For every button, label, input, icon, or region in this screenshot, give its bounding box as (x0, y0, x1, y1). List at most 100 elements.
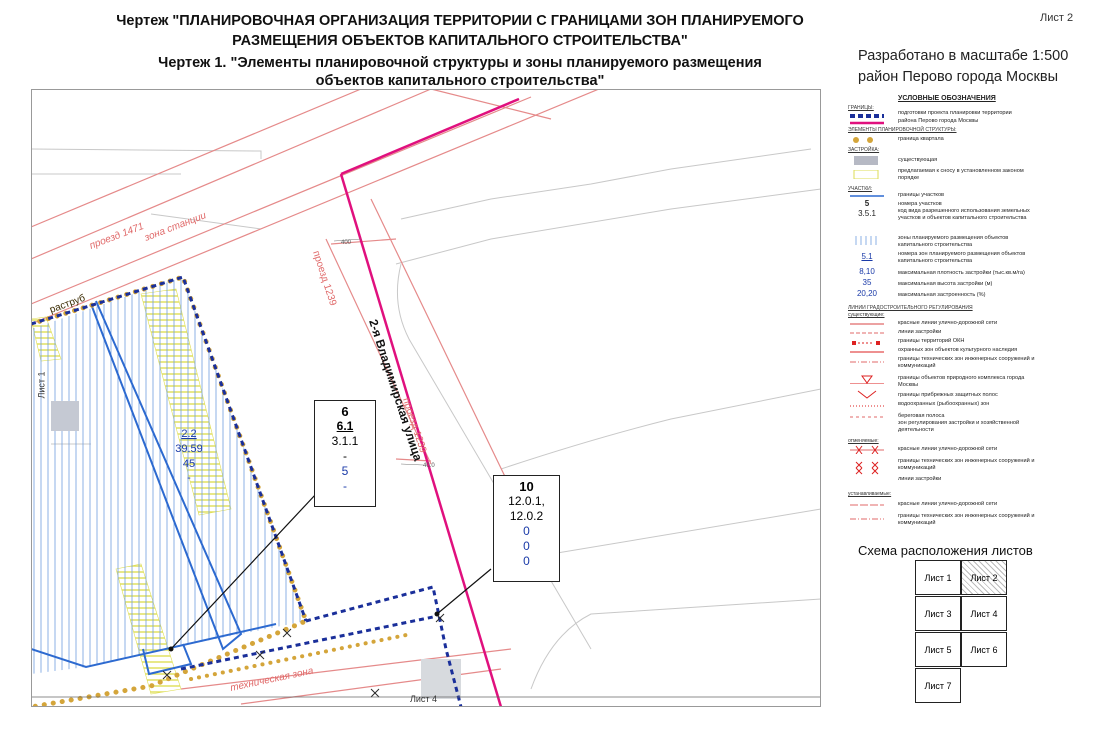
legend-demolish: предлагаемая к сносу в установленном зак… (898, 168, 1024, 181)
sub-title-line2: объектов капитального строительства" (315, 73, 605, 89)
district-boundary (340, 97, 520, 176)
legend-pct-sample: 20,20 (856, 289, 878, 298)
legend-use-sample: 3.5.1 (858, 209, 876, 218)
legend-quarter-symbol (853, 137, 873, 143)
legend-okn: границы территорий ОКН (898, 338, 965, 344)
zone-2-2-density: 39.59 (175, 443, 203, 455)
legend-coast-symbol (850, 416, 884, 418)
legend-red-established: красные линии улично-дорожной сети (898, 501, 998, 507)
legend-pct: максимальная застроенность (%) (898, 292, 986, 298)
dimension-line (400, 463, 424, 466)
label-dim-b: 40.0 (423, 463, 435, 469)
sheet-cell-3[interactable]: Лист 3 (915, 596, 961, 631)
legend-okn-zone-symbol (850, 351, 884, 353)
zone-2-2-hatch (31, 277, 306, 674)
legend-section: ЗАСТРОЙКА: (848, 147, 880, 153)
legend-red-cancelled-symbol (850, 445, 884, 454)
callout-10-density: 0 (523, 524, 530, 538)
dimension-line (333, 238, 362, 242)
callout-10-pct: 0 (523, 554, 530, 568)
plot-boundary-inner (180, 615, 434, 671)
legend-red-symbol (850, 323, 884, 325)
legend-tech-established: границы технических зон инженерных соору… (898, 513, 1035, 526)
sheet-number: Лист 2 (1040, 12, 1074, 24)
sheet-cell-5[interactable]: Лист 5 (915, 632, 961, 667)
legend-quarter: граница квартала (898, 136, 944, 142)
legend-build-line: линии застройки (898, 329, 942, 335)
sheet-cell-7[interactable]: Лист 7 (915, 668, 961, 703)
legend-tech-established-symbol (850, 518, 884, 520)
legend-nature: границы объектов природного комплекса го… (898, 375, 1025, 388)
legend-shore-symbol (857, 390, 877, 399)
legend-tech-cancelled-symbol (855, 461, 879, 475)
callout-10-use1: 12.0.1, (508, 494, 545, 508)
legend-existing: существующая (898, 157, 938, 163)
legend-plots-symbol (850, 195, 884, 197)
legend-tech: границы технических зон инженерных соору… (898, 356, 1035, 369)
legend-height-sample: 35 (862, 278, 872, 287)
callout-6-number: 6 (341, 404, 349, 419)
plot-boundaries (31, 300, 277, 676)
leader-line-6 (170, 493, 317, 650)
map-area[interactable]: проезд 1471 зона станции раструб проезд … (31, 89, 821, 707)
legend-territory: подготовки проекта планировки территории (898, 110, 1012, 116)
legend-section: отменяемые: (848, 438, 879, 444)
legend-section: устанавливаемые: (848, 491, 892, 497)
sheet-label-left[interactable]: Лист 1 (36, 371, 47, 399)
legend-density: максимальная плотность застройки (тыс.кв… (898, 270, 1025, 276)
legend-section: ЭЛЕМЕНТЫ ПЛАНИРОВОЧНОЙ СТРУКТУРЫ: (848, 127, 957, 133)
legend-tech-cancelled: границы технических зон инженерных соору… (898, 458, 1035, 471)
legend-water-symbol (850, 405, 884, 407)
zone-2-2-code: 2.2 (181, 428, 196, 440)
legend-section: ЛИНИИ ГРАДОСТРОИТЕЛЬНОГО РЕГУЛИРОВАНИЯ (848, 305, 973, 311)
label-tech-zone: техническая зона (229, 665, 315, 693)
legend-existing-symbol (854, 156, 878, 165)
legend-tech-symbol (850, 361, 884, 363)
legend-zones: зоны планируемого размещения объектов ка… (898, 235, 1009, 248)
legend-red-cancelled: красные линии улично-дорожной сети (898, 446, 998, 452)
legend-plots: границы участков (898, 192, 945, 198)
sheet-grid-title: Схема расположения листов (858, 543, 1033, 558)
sheet-cell-2[interactable]: Лист 2 (961, 560, 1007, 595)
legend-title: УСЛОВНЫЕ ОБОЗНАЧЕНИЯ (898, 95, 996, 102)
legend-build-line-symbol (850, 332, 884, 334)
sheet-cell-4[interactable]: Лист 4 (961, 596, 1007, 631)
legend-water: водоохранных (рыбоохранных) зон (898, 401, 990, 407)
existing-building (51, 401, 79, 431)
scale-text: Разработано в масштабе 1:500 (858, 48, 1069, 64)
callout-10-number: 10 (519, 479, 534, 494)
sub-title-line1: Чертеж 1. "Элементы планировочной структ… (158, 55, 762, 71)
legend-section: ГРАНИЦЫ: (848, 105, 874, 111)
legend-zone-num: номера зон планируемого размещения объек… (898, 251, 1026, 264)
legend-territory-symbol (850, 114, 884, 118)
leader-line-10 (436, 568, 492, 615)
sheet-label-bottom[interactable]: Лист 4 (410, 694, 438, 704)
legend-red-established-symbol (850, 504, 884, 506)
zone-2-2-height: 45 (183, 458, 195, 470)
legend-section: УЧАСТКИ: (848, 186, 873, 192)
callout-plot-10[interactable]: 10 12.0.1, 12.0.2 0 0 0 (493, 475, 560, 582)
map-drawing: проезд 1471 зона станции раструб проезд … (31, 89, 821, 707)
legend-okn-zone: охранных зон объектов культурного наслед… (898, 347, 1018, 353)
district-boundary (339, 173, 503, 707)
road-outlines (31, 148, 821, 690)
sheet-cell-1[interactable]: Лист 1 (915, 560, 961, 595)
leader-dot-6 (168, 646, 174, 652)
callout-6-height: 5 (341, 464, 349, 478)
zone-2-2-pct: - (187, 472, 191, 484)
legend-demolish-symbol (853, 170, 879, 179)
legend-okn-symbol (852, 341, 880, 345)
main-title-line1: Чертеж "ПЛАНИРОВОЧНАЯ ОРГАНИЗАЦИЯ ТЕРРИТ… (116, 13, 804, 29)
callout-plot-6[interactable]: 6 6.1 3.1.1 - 5 - (314, 400, 376, 507)
callout-6-density: - (343, 449, 347, 463)
label-proezd-1471: проезд 1471 (88, 221, 145, 252)
legend-density-sample: 8,10 (859, 267, 875, 276)
legend-district-symbol (850, 121, 884, 125)
sheet-cell-6[interactable]: Лист 6 (961, 632, 1007, 667)
legend-reg: зон регулирования застройки и хозяйствен… (898, 420, 1020, 433)
callout-10-height: 0 (523, 539, 530, 553)
label-dim-a: 400 (341, 240, 352, 246)
legend-district: района Перово города Москвы (898, 118, 979, 124)
legend-shore: границы прибрежных защитных полос (898, 392, 998, 398)
label-proezd-1239-a: проезд 1239 (310, 250, 338, 308)
